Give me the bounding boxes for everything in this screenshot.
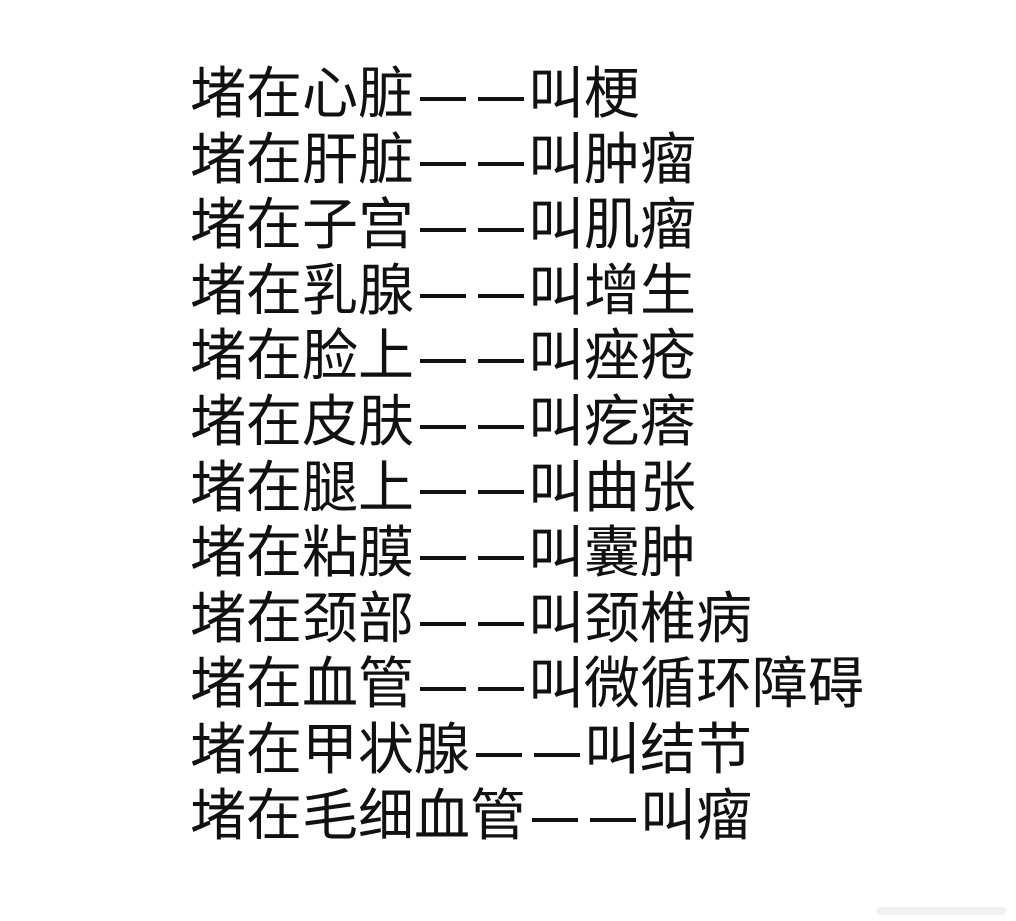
line-location: 堵在毛细血管 [190, 783, 526, 849]
line-name: 叫囊肿 [528, 521, 696, 587]
line-location: 堵在脸上 [190, 324, 414, 390]
list-line: 堵在血管 叫微循环障碍 [190, 652, 864, 718]
list-line: 堵在乳腺 叫增生 [190, 259, 864, 325]
line-name: 叫肌瘤 [528, 193, 696, 259]
text-list: 堵在心脏 叫梗 堵在肝脏 叫肿瘤 堵在子宫 叫肌瘤 堵在乳腺 叫增生 堵在脸上 … [190, 62, 864, 849]
list-line: 堵在腿上 叫曲张 [190, 456, 864, 522]
line-location: 堵在乳腺 [190, 258, 414, 324]
line-location: 堵在粘膜 [190, 521, 414, 587]
dash-separator [420, 618, 524, 626]
line-location: 堵在腿上 [190, 455, 414, 521]
list-line: 堵在颈部 叫颈椎病 [190, 587, 864, 653]
line-name: 叫微循环障碍 [528, 652, 864, 718]
line-location: 堵在血管 [190, 652, 414, 718]
list-line: 堵在心脏 叫梗 [190, 62, 864, 128]
list-line: 堵在肝脏 叫肿瘤 [190, 128, 864, 194]
line-name: 叫梗 [528, 62, 640, 127]
dash-separator [476, 749, 580, 757]
dash-separator [420, 290, 524, 298]
dash-separator [420, 93, 524, 101]
line-location: 堵在心脏 [190, 62, 414, 127]
line-location: 堵在颈部 [190, 586, 414, 652]
list-line: 堵在粘膜 叫囊肿 [190, 521, 864, 587]
line-name: 叫肿瘤 [528, 127, 696, 193]
dash-separator [420, 683, 524, 692]
line-name: 叫曲张 [528, 455, 696, 521]
list-line: 堵在子宫 叫肌瘤 [190, 193, 864, 259]
faint-watermark [876, 907, 1006, 915]
list-line: 堵在脸上 叫痤疮 [190, 324, 864, 390]
list-line: 堵在皮肤 叫疙瘩 [190, 390, 864, 456]
dash-separator [420, 355, 524, 364]
dash-separator [420, 552, 524, 560]
line-location: 堵在子宫 [190, 193, 414, 259]
line-location: 堵在肝脏 [190, 127, 414, 193]
dash-separator [420, 421, 524, 429]
dash-separator [420, 224, 524, 232]
list-line: 堵在甲状腺 叫结节 [190, 718, 864, 784]
dash-separator [420, 486, 524, 495]
dash-separator [420, 158, 524, 167]
line-name: 叫疙瘩 [528, 389, 696, 455]
list-line: 堵在毛细血管 叫瘤 [190, 784, 864, 850]
line-name: 叫颈椎病 [528, 586, 752, 652]
line-location: 堵在皮肤 [190, 389, 414, 455]
line-name: 叫增生 [528, 258, 696, 324]
line-name: 叫瘤 [640, 783, 752, 849]
line-name: 叫痤疮 [528, 324, 696, 390]
dash-separator [532, 814, 636, 823]
line-location: 堵在甲状腺 [190, 717, 470, 783]
line-name: 叫结节 [584, 717, 752, 783]
